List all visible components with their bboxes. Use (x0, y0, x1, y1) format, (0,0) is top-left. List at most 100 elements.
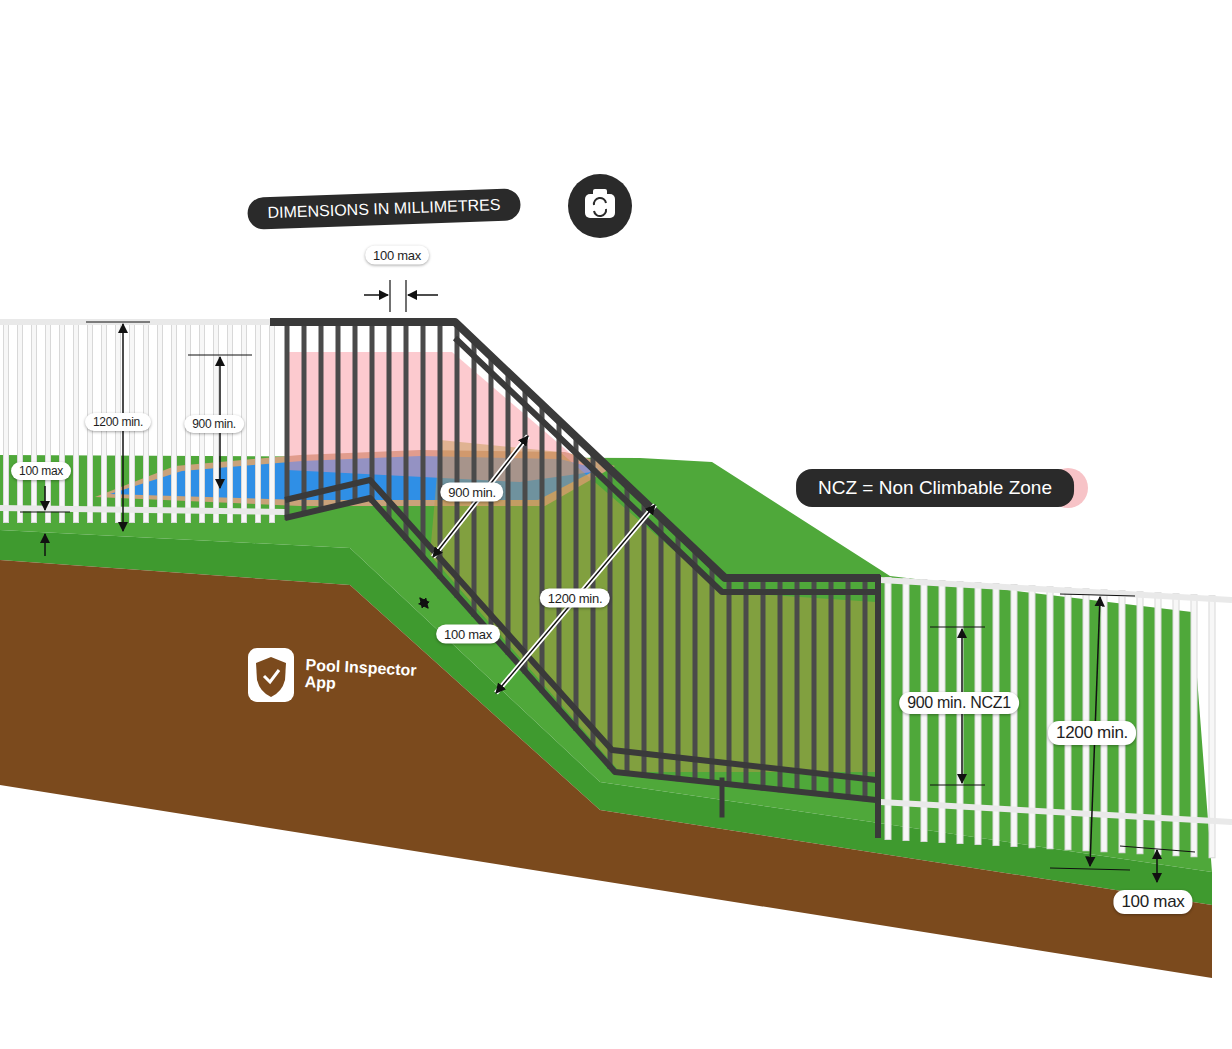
white-picket (1066, 591, 1071, 847)
dark-picket (319, 322, 324, 510)
dark-picket (370, 322, 375, 500)
dark-post (875, 578, 881, 835)
dark-picket (523, 388, 528, 671)
dimension-label: 900 min. NCZ1 (899, 692, 1019, 714)
dark-picket (829, 578, 834, 795)
white-picket (46, 322, 50, 520)
camera-icon (593, 189, 607, 196)
white-picket (74, 322, 78, 520)
camera-rotate (594, 198, 606, 216)
dark-picket (676, 533, 681, 778)
dark-picket (574, 437, 579, 729)
legend-text: NCZ = Non Climbable Zone (796, 469, 1074, 507)
white-picket (31, 322, 37, 520)
camera-button (568, 174, 632, 238)
dark-picket (472, 340, 477, 614)
white-picket (1047, 590, 1054, 846)
white-picket (256, 322, 260, 520)
white-picket (158, 322, 162, 520)
white-picket (1137, 595, 1144, 851)
white-picket (1209, 599, 1216, 855)
white-picket (1083, 592, 1090, 848)
white-picket (1084, 592, 1089, 848)
watermark-text: Pool Inspector App (304, 657, 418, 696)
dark-picket (778, 578, 783, 790)
soil (0, 560, 1212, 978)
white-picket (59, 322, 65, 520)
dark-picket (353, 322, 358, 502)
shield-icon (256, 657, 286, 697)
dark-picket (608, 469, 613, 766)
shield-icon-bg (248, 648, 294, 702)
dark-picket (438, 322, 443, 576)
white-picket (172, 322, 176, 520)
white-picket (17, 322, 23, 520)
title-pill: DIMENSIONS IN MILLIMETRES (247, 188, 521, 230)
dark-post (720, 780, 725, 815)
dimension-lines (20, 280, 1195, 882)
dimension-label: 900 min. (184, 415, 244, 433)
dark-picket (795, 578, 800, 792)
dark-picket (285, 322, 290, 518)
white-rail (880, 580, 1232, 600)
dark-picket (812, 578, 817, 793)
dimension-label: 100 max (11, 462, 71, 480)
dark-rail (285, 498, 876, 800)
white-picket (1030, 589, 1035, 845)
white-rail (880, 802, 1232, 822)
fences (0, 322, 1232, 855)
dark-picket (625, 485, 630, 773)
white-picket (157, 322, 163, 520)
dimension-label: 100 max (436, 625, 500, 644)
dark-picket (846, 578, 851, 797)
dimension-label: 1200 min. (85, 413, 151, 431)
dimension-label: 900 min. (440, 483, 503, 502)
dark-picket (659, 517, 664, 777)
dark-picket (302, 322, 307, 514)
dark-picket (710, 566, 715, 783)
white-picket (171, 322, 177, 520)
white-picket (32, 322, 36, 520)
white-rail (0, 508, 285, 512)
white-picket (45, 322, 51, 520)
shield-check (264, 670, 279, 682)
dark-picket (421, 322, 426, 557)
white-picket (885, 580, 892, 836)
camera-icon (585, 194, 615, 218)
white-picket (269, 322, 275, 520)
dark-picket (506, 372, 511, 652)
white-picket (886, 580, 891, 836)
white-picket (1012, 588, 1017, 844)
white-picket (1011, 588, 1018, 844)
white-picket (18, 322, 22, 520)
white-picket (994, 587, 999, 843)
white-picket (993, 587, 1000, 843)
dark-picket (540, 404, 545, 690)
white-picket (73, 322, 79, 520)
dark-rail (455, 338, 880, 592)
dark-picket (744, 578, 749, 786)
white-picket (4, 322, 8, 520)
dark-picket (557, 421, 562, 710)
dimension-label: 1200 min. (1048, 721, 1136, 745)
dark-picket (761, 578, 766, 788)
white-picket (1174, 597, 1179, 853)
dark-picket (642, 501, 647, 775)
white-picket (1191, 598, 1198, 854)
white-picket (270, 322, 274, 520)
white-picket (1192, 598, 1197, 854)
dark-picket (727, 578, 732, 784)
white-picket (1155, 596, 1162, 852)
white-picket (1173, 597, 1180, 853)
white-picket (1210, 599, 1215, 855)
dimension-label: 100 max (365, 246, 429, 265)
white-picket (1138, 595, 1143, 851)
dark-picket (693, 550, 698, 781)
white-picket (60, 322, 64, 520)
dark-picket (387, 322, 392, 519)
white-picket (255, 322, 261, 520)
white-picket (1065, 591, 1072, 847)
dark-picket (863, 578, 868, 799)
